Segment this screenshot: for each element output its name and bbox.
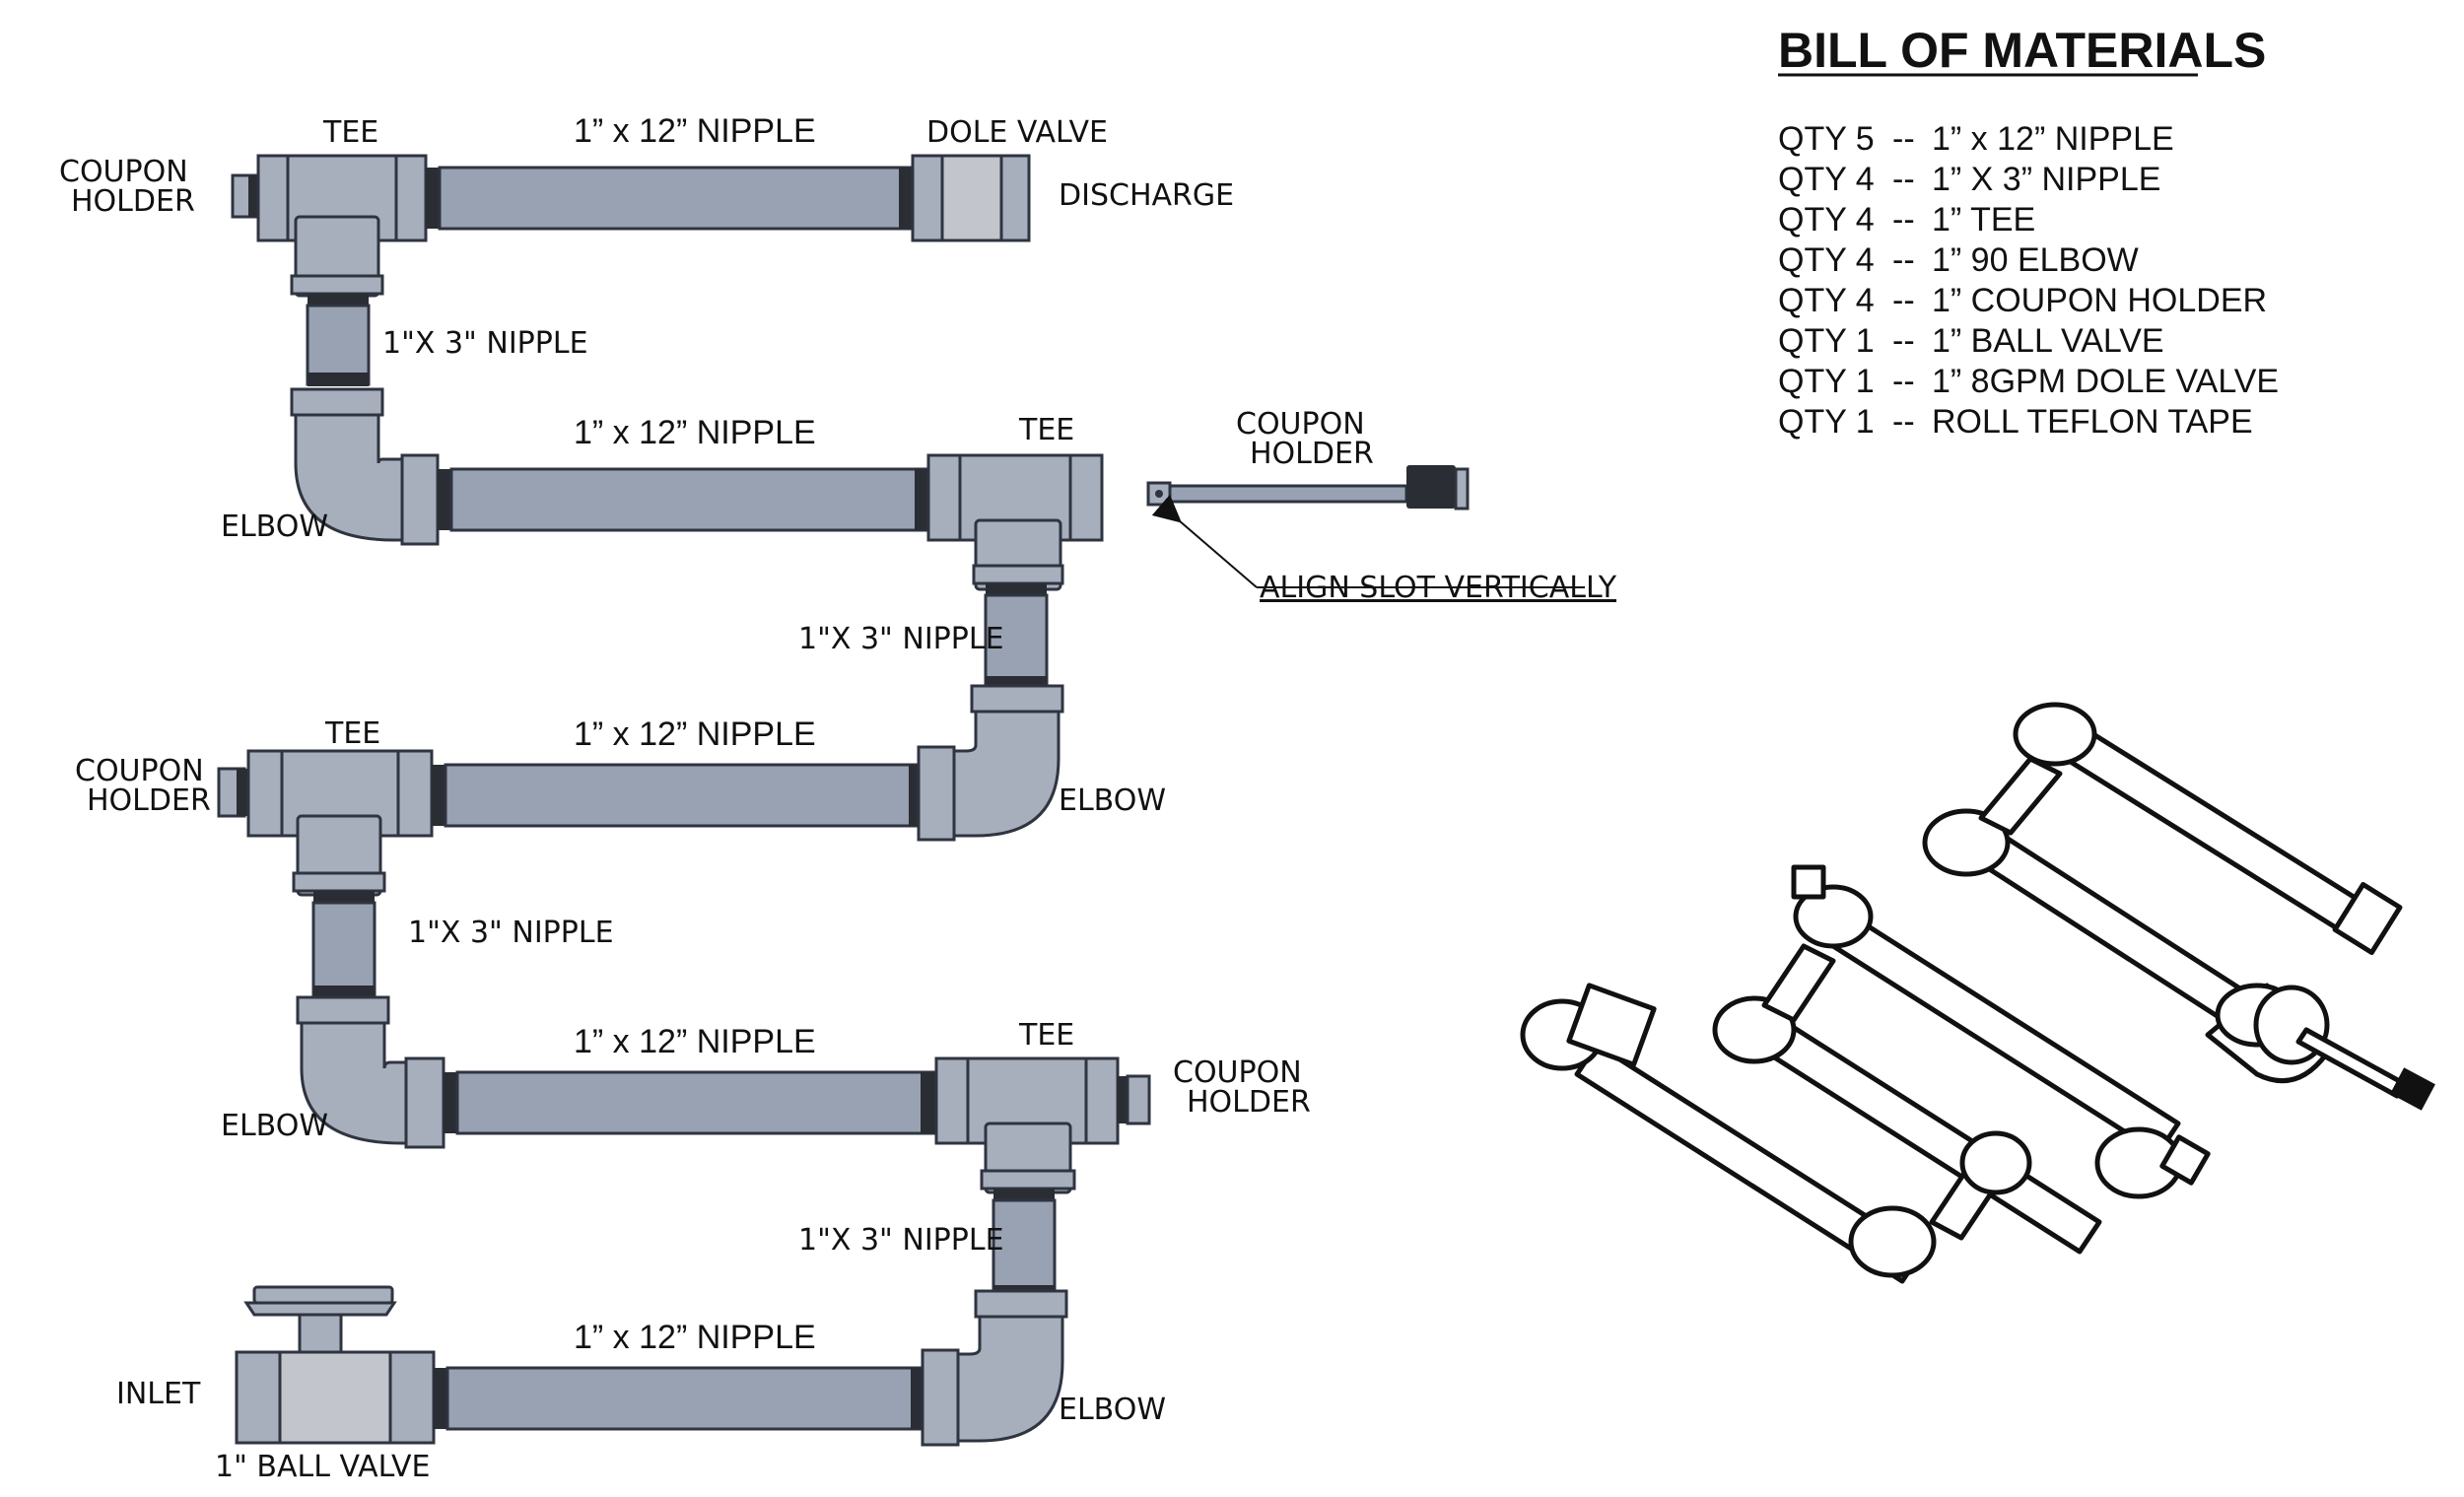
bom-item-qty: QTY 1 xyxy=(1778,363,1875,400)
bom-item-sep: -- xyxy=(1892,322,1915,360)
bom-item-sep: -- xyxy=(1892,120,1915,158)
elbow-label-1: ELBOW xyxy=(221,510,328,544)
nipple-3-label-3: 1"X 3" NIPPLE xyxy=(408,916,614,950)
tee-label-1: TEE xyxy=(322,115,378,150)
coupon-holder-label-4b: HOLDER xyxy=(1187,1085,1311,1120)
bom-item-desc: 1” BALL VALVE xyxy=(1932,322,2164,360)
labels: COUPON HOLDER TEE 1” x 12” NIPPLE DOLE V… xyxy=(59,112,1617,1484)
tee-label-4: TEE xyxy=(1018,1018,1074,1053)
nipple-12-label-2: 1” x 12” NIPPLE xyxy=(574,414,816,451)
nipple-3-label-4: 1"X 3" NIPPLE xyxy=(798,1223,1004,1258)
bom-list: QTY 5 -- 1” x 12” NIPPLE QTY 4 -- 1” X 3” NIP… xyxy=(1778,120,2279,441)
coupon-holder-label-3b: HOLDER xyxy=(87,783,211,818)
elbow-1 xyxy=(294,387,432,542)
bom-item-sep: -- xyxy=(1892,201,1915,238)
bom-item-qty: QTY 4 xyxy=(1778,161,1875,198)
bom-item-desc: 1” x 12” NIPPLE xyxy=(1932,120,2174,158)
coupon-holder-label-4a: COUPON xyxy=(1173,1055,1302,1090)
coupon-holder-plug-4 xyxy=(1126,1074,1151,1125)
tee-label-3: TEE xyxy=(324,716,380,751)
row-5 xyxy=(235,1285,1068,1447)
nipple-12-2 xyxy=(449,467,930,532)
nipple-12-label-3: 1” x 12” NIPPLE xyxy=(574,715,816,753)
bom-item-desc: 1” 8GPM DOLE VALVE xyxy=(1932,363,2279,400)
nipple-3-4 xyxy=(992,1198,1057,1297)
nipple-3-1 xyxy=(306,304,371,386)
nipple-12-label-4: 1” x 12” NIPPLE xyxy=(574,1023,816,1060)
dole-valve-label: DOLE VALVE xyxy=(926,115,1108,150)
nipple-12-3 xyxy=(444,763,924,828)
coupon-holder-label-1b: HOLDER xyxy=(71,184,195,219)
align-slot-leader xyxy=(1151,494,1258,588)
ball-valve xyxy=(235,1285,436,1445)
nipple-12-4 xyxy=(455,1070,936,1135)
coupon-holder-detail xyxy=(1146,465,1470,510)
nipple-12-1 xyxy=(438,166,915,231)
bom-item-qty: QTY 5 xyxy=(1778,120,1875,158)
bom-item-desc: 1” X 3” NIPPLE xyxy=(1932,161,2160,198)
bom-item-qty: QTY 1 xyxy=(1778,322,1875,360)
elbow-2 xyxy=(921,692,1061,838)
nipple-12-label-1: 1” x 12” NIPPLE xyxy=(574,112,816,150)
nipple-12-5 xyxy=(445,1366,926,1431)
coupon-holder-label-2a: COUPON xyxy=(1236,407,1365,442)
bom-item-qty: QTY 1 xyxy=(1778,403,1875,441)
bom-item-desc: 1” COUPON HOLDER xyxy=(1932,282,2267,319)
coupon-holder-label-3a: COUPON xyxy=(75,754,204,788)
nipple-3-label-1: 1"X 3" NIPPLE xyxy=(382,326,588,361)
elbow-label-4: ELBOW xyxy=(1059,1393,1166,1427)
nipple-12-label-5: 1” x 12” NIPPLE xyxy=(574,1319,816,1356)
elbow-4 xyxy=(924,1295,1064,1443)
tee-label-2: TEE xyxy=(1018,413,1074,447)
coupon-holder-label-2b: HOLDER xyxy=(1250,437,1374,471)
align-slot-note: ALIGN SLOT VERTICALLY xyxy=(1260,571,1617,605)
bom-item-desc: 1” TEE xyxy=(1932,201,2035,238)
bom-item-sep: -- xyxy=(1892,241,1915,279)
discharge-label: DISCHARGE xyxy=(1059,178,1234,213)
isometric-view xyxy=(1520,702,2435,1284)
bom-title: BILL OF MATERIALS xyxy=(1778,23,2266,78)
bom-item-sep: -- xyxy=(1892,282,1915,319)
coupon-holder-label-1a: COUPON xyxy=(59,155,188,189)
elbow-label-3: ELBOW xyxy=(221,1109,328,1143)
row-4 xyxy=(296,995,1151,1299)
bom-item-qty: QTY 4 xyxy=(1778,241,1875,279)
bom-item-desc: 1” 90 ELBOW xyxy=(1932,241,2139,279)
bom-item-sep: -- xyxy=(1892,403,1915,441)
row-1 xyxy=(231,154,1031,386)
elbow-label-2: ELBOW xyxy=(1059,783,1166,818)
nipple-3-3 xyxy=(311,901,376,997)
ball-valve-label: 1" BALL VALVE xyxy=(215,1450,431,1484)
bom-item-sep: -- xyxy=(1892,363,1915,400)
inlet-label: INLET xyxy=(116,1377,201,1411)
bom-item-sep: -- xyxy=(1892,161,1915,198)
bom-item-qty: QTY 4 xyxy=(1778,282,1875,319)
bom-item-qty: QTY 4 xyxy=(1778,201,1875,238)
row-3 xyxy=(217,684,1064,999)
nipple-3-label-2: 1"X 3" NIPPLE xyxy=(798,622,1004,656)
row-2 xyxy=(290,387,1470,690)
bom-item-desc: ROLL TEFLON TAPE xyxy=(1932,403,2253,441)
bill-of-materials: BILL OF MATERIALS QTY 5 -- 1” x 12” NIPPLE… xyxy=(1778,23,2279,441)
